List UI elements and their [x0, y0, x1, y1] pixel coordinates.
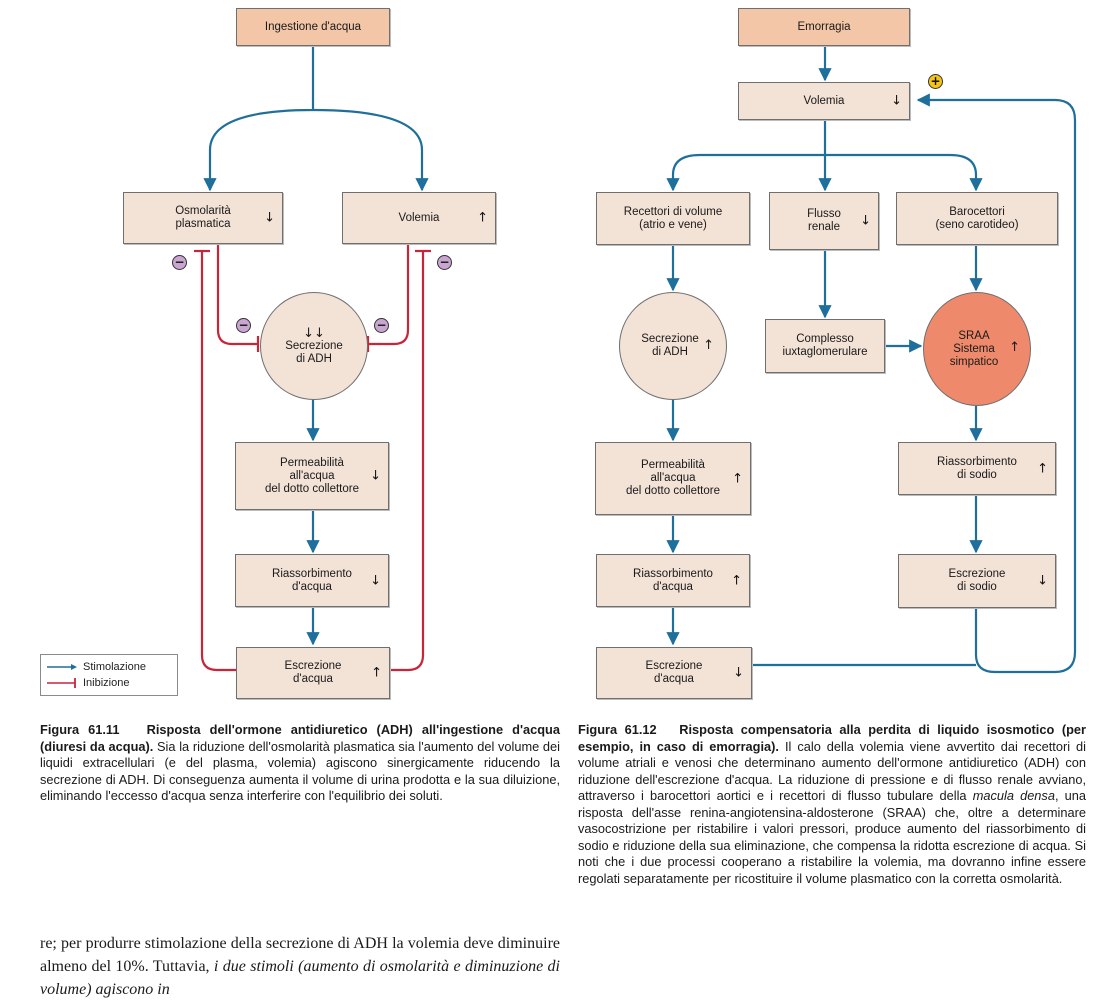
box-label: Permeabilità all'acqua del dotto collett… — [626, 459, 720, 497]
stimulation-arrow-icon — [47, 664, 77, 670]
box-recettori-volume: Recettori di volume (atrio e vene) — [596, 192, 750, 245]
box-volemia-right: Volemia ↓ — [738, 82, 910, 120]
box-label: Riassorbimento di sodio — [937, 455, 1017, 481]
box-escrezione-sodio: Escrezione di sodio ↓ — [898, 554, 1056, 608]
caption-figure-61-12: Figura 61.12 Risposta compensatoria alla… — [578, 722, 1086, 887]
box-permeabilita-left: Permeabilità all'acqua del dotto collett… — [235, 442, 389, 510]
box-label: Volemia — [803, 94, 845, 107]
box-label: Riassorbimento d'acqua — [633, 567, 713, 593]
legend-item-stimolazione: Stimolazione — [47, 661, 146, 673]
caption-figure-61-11: Figura 61.11 Risposta dell'ormone antidi… — [40, 722, 560, 805]
box-permeabilita-right: Permeabilità all'acqua del dotto collett… — [595, 442, 751, 515]
box-label: Complesso iuxtaglomerulare — [782, 333, 868, 358]
box-label: Permeabilità all'acqua del dotto collett… — [265, 456, 359, 495]
down-arrow-icon: ↓ — [264, 210, 275, 226]
box-label: Riassorbimento d'acqua — [272, 567, 352, 593]
box-volemia-left: Volemia ↑ — [342, 192, 496, 244]
up-arrow-icon: ↑ — [703, 338, 714, 353]
body-text-italic: i due stimoli (aumento di osmolarità e d… — [40, 958, 560, 998]
legend: Stimolazione Inibizione — [40, 654, 178, 696]
caption-label: Figura 61.12 — [578, 722, 657, 737]
box-flusso-renale: Flusso renale ↓ — [769, 192, 879, 250]
box-osmolarita-plasmatica: Osmolarità plasmatica ↓ — [123, 192, 283, 244]
circle-sraa: SRAA Sistema simpatico ↑ — [923, 292, 1031, 406]
caption-title: Risposta dell'ormone antidiuretico (ADH)… — [40, 722, 560, 754]
caption-text-italic: macula densa — [972, 788, 1055, 803]
down-arrow-icon: ↓ — [733, 665, 744, 681]
up-arrow-icon: ↑ — [1009, 340, 1020, 355]
box-emorragia: Emorragia — [738, 8, 910, 46]
box-label: Ingestione d'acqua — [264, 20, 362, 33]
box-label: Escrezione d'acqua — [645, 660, 703, 685]
minus-sign-icon: − — [172, 255, 187, 270]
box-escrezione-acqua-right: Escrezione d'acqua ↓ — [596, 647, 752, 699]
body-paragraph: re; per produrre stimolazione della secr… — [40, 932, 560, 1001]
body-text-normal: re; per produrre stimolazione della secr… — [40, 935, 560, 975]
box-label: Escrezione di sodio — [948, 568, 1006, 593]
box-label: Volemia — [398, 211, 440, 224]
caption-label: Figura 61.11 — [40, 722, 120, 737]
box-riassorbimento-sodio: Riassorbimento di sodio ↑ — [898, 442, 1056, 495]
up-arrow-icon: ↑ — [371, 665, 382, 681]
legend-label: Inibizione — [83, 677, 130, 689]
box-label: Escrezione d'acqua — [284, 660, 342, 685]
box-label: Emorragia — [797, 20, 851, 33]
box-complesso-iuxtaglomerulare: Complesso iuxtaglomerulare — [765, 319, 885, 373]
left-stimulation-lines — [210, 46, 429, 646]
box-riassorbimento-acqua-left: Riassorbimento d'acqua ↓ — [235, 554, 389, 607]
caption-text: , una risposta dell'asse renina-angioten… — [578, 788, 1086, 886]
minus-sign-icon: − — [374, 318, 389, 333]
box-riassorbimento-acqua-right: Riassorbimento d'acqua ↑ — [596, 554, 750, 607]
circle-label: Secrezione di ADH — [285, 339, 343, 365]
circle-label: SRAA Sistema simpatico — [949, 329, 999, 368]
down-arrow-icon: ↓ — [1037, 573, 1048, 589]
down-arrow-icon: ↓ — [370, 573, 381, 588]
box-label: Barocettori (seno carotideo) — [935, 205, 1019, 231]
down-arrow-icon: ↓ — [891, 93, 902, 109]
circle-secrezione-adh-left: ↓↓ Secrezione di ADH — [260, 292, 368, 400]
up-arrow-icon: ↑ — [477, 210, 488, 226]
legend-label: Stimolazione — [83, 661, 146, 673]
box-label: Osmolarità plasmatica — [175, 205, 231, 230]
minus-sign-icon: − — [437, 255, 452, 270]
down-arrow-icon: ↓ — [370, 468, 381, 484]
box-ingestione-acqua: Ingestione d'acqua — [236, 8, 390, 46]
box-label: Recettori di volume (atrio e vene) — [623, 205, 723, 231]
left-inhibition-lines — [194, 245, 431, 672]
down-arrow-icon: ↓ — [860, 213, 871, 229]
up-arrow-icon: ↑ — [732, 471, 743, 486]
legend-item-inibizione: Inibizione — [47, 677, 129, 689]
caption-text: Sia la riduzione dell'osmolarità plasmat… — [40, 738, 560, 804]
circle-secrezione-adh-right: Secrezione di ADH ↑ — [619, 292, 727, 400]
inhibition-line-icon — [47, 678, 76, 688]
up-arrow-icon: ↑ — [731, 573, 742, 588]
minus-sign-icon: − — [236, 318, 251, 333]
adh-down-arrows-icon: ↓↓ — [303, 325, 325, 341]
box-escrezione-acqua-left: Escrezione d'acqua ↑ — [236, 647, 390, 699]
caption-text: Il calo della volemia viene avvertito da… — [578, 738, 1086, 804]
box-label: Flusso renale — [807, 208, 841, 233]
right-stimulation-lines — [673, 46, 1077, 674]
circle-label: Secrezione di ADH — [641, 333, 699, 358]
up-arrow-icon: ↑ — [1037, 461, 1048, 476]
plus-sign-icon: + — [928, 74, 943, 89]
caption-title: Risposta compensatoria alla perdita di l… — [578, 722, 1086, 754]
box-barocettori: Barocettori (seno carotideo) — [896, 192, 1058, 245]
